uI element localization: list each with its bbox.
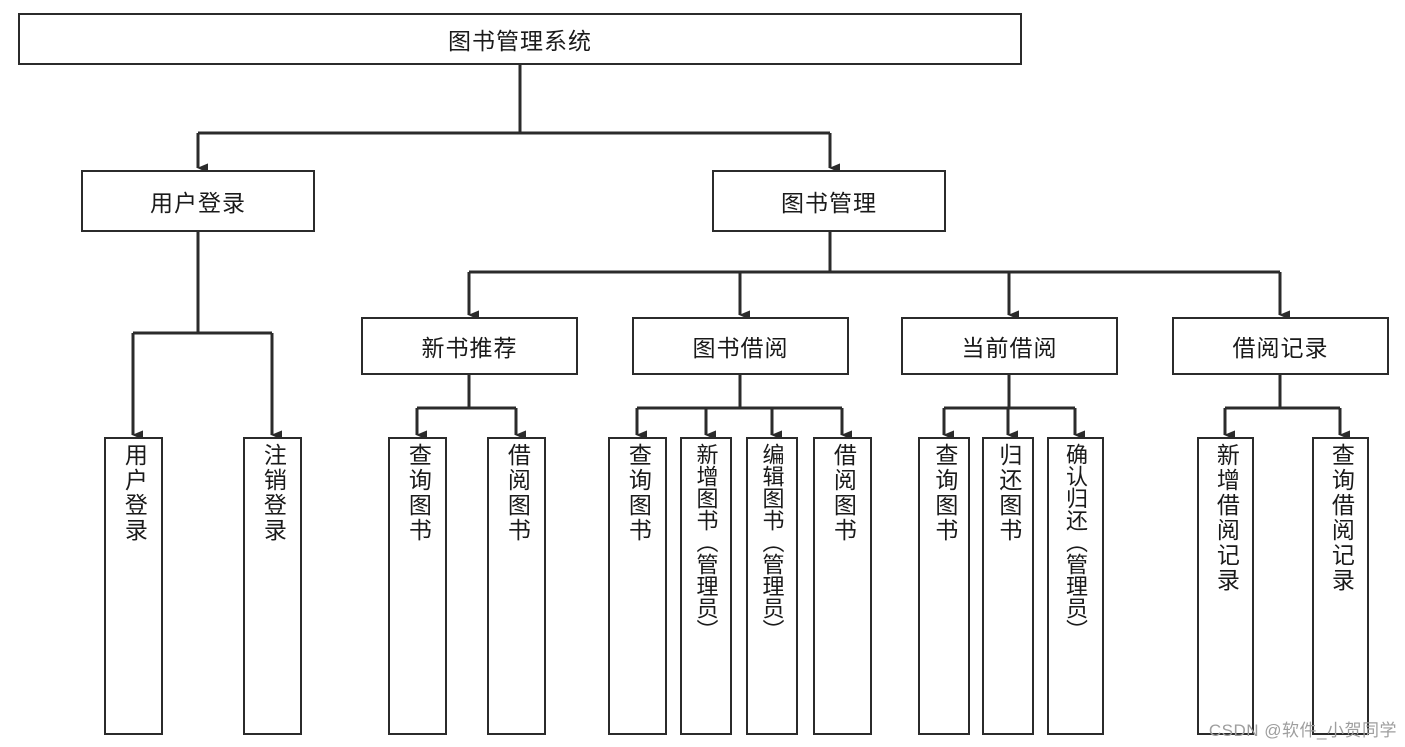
edge-group-root bbox=[196, 65, 840, 173]
node-leaf-query-book-3-label: 查询图书 bbox=[931, 443, 958, 543]
edge-group-new-book-recommend bbox=[415, 375, 526, 440]
node-leaf-user-login-label: 用户登录 bbox=[121, 443, 148, 543]
node-leaf-add-borrow-record-label: 新增借阅记录 bbox=[1213, 443, 1240, 593]
node-book-manage-label: 图书管理 bbox=[781, 190, 877, 216]
node-leaf-user-logout[interactable]: 注销登录 bbox=[243, 437, 302, 735]
node-leaf-query-book-1-label: 查询图书 bbox=[405, 443, 432, 543]
node-borrow-records-label: 借阅记录 bbox=[1232, 335, 1329, 361]
node-current-borrow-label: 当前借阅 bbox=[961, 335, 1058, 361]
node-leaf-query-book-2[interactable]: 查询图书 bbox=[608, 437, 667, 735]
node-user-login[interactable]: 用户登录 bbox=[81, 170, 315, 232]
node-leaf-query-book-3[interactable]: 查询图书 bbox=[918, 437, 970, 735]
node-leaf-confirm-return-label: 确认归还（管理员） bbox=[1063, 443, 1089, 641]
node-leaf-edit-book-admin-label: 编辑图书（管理员） bbox=[759, 443, 785, 641]
edge-group-borrow-records bbox=[1223, 375, 1350, 440]
node-leaf-add-book-admin[interactable]: 新增图书（管理员） bbox=[680, 437, 732, 735]
node-root[interactable]: 图书管理系统 bbox=[18, 13, 1022, 65]
node-leaf-user-login[interactable]: 用户登录 bbox=[104, 437, 163, 735]
node-leaf-edit-book-admin[interactable]: 编辑图书（管理员） bbox=[746, 437, 798, 735]
node-book-borrow-label: 图书借阅 bbox=[692, 335, 789, 361]
node-leaf-borrow-book-1[interactable]: 借阅图书 bbox=[487, 437, 546, 735]
node-borrow-records[interactable]: 借阅记录 bbox=[1172, 317, 1389, 375]
node-leaf-borrow-book-2-label: 借阅图书 bbox=[830, 443, 857, 543]
node-root-label: 图书管理系统 bbox=[448, 28, 592, 54]
node-book-manage[interactable]: 图书管理 bbox=[712, 170, 946, 232]
edge-group-current-borrow bbox=[942, 375, 1085, 440]
node-leaf-confirm-return[interactable]: 确认归还（管理员） bbox=[1047, 437, 1104, 735]
node-leaf-add-book-admin-label: 新增图书（管理员） bbox=[693, 443, 719, 641]
node-leaf-add-borrow-record[interactable]: 新增借阅记录 bbox=[1197, 437, 1254, 735]
edge-group-user-login bbox=[131, 232, 282, 440]
node-user-login-label: 用户登录 bbox=[150, 190, 246, 216]
edge-group-book-manage bbox=[467, 232, 1290, 320]
node-leaf-user-logout-label: 注销登录 bbox=[260, 443, 287, 543]
node-leaf-query-book-1[interactable]: 查询图书 bbox=[388, 437, 447, 735]
node-leaf-borrow-book-2[interactable]: 借阅图书 bbox=[813, 437, 872, 735]
node-new-book-recommend[interactable]: 新书推荐 bbox=[361, 317, 578, 375]
node-leaf-query-borrow-record-label: 查询借阅记录 bbox=[1328, 443, 1355, 593]
node-leaf-query-book-2-label: 查询图书 bbox=[625, 443, 652, 543]
node-leaf-query-borrow-record[interactable]: 查询借阅记录 bbox=[1312, 437, 1369, 735]
node-leaf-borrow-book-1-label: 借阅图书 bbox=[504, 443, 531, 543]
node-leaf-return-book[interactable]: 归还图书 bbox=[982, 437, 1034, 735]
node-book-borrow[interactable]: 图书借阅 bbox=[632, 317, 849, 375]
edge-group-book-borrow bbox=[635, 375, 852, 440]
node-leaf-return-book-label: 归还图书 bbox=[995, 443, 1022, 543]
node-current-borrow[interactable]: 当前借阅 bbox=[901, 317, 1118, 375]
node-new-book-recommend-label: 新书推荐 bbox=[421, 335, 518, 361]
